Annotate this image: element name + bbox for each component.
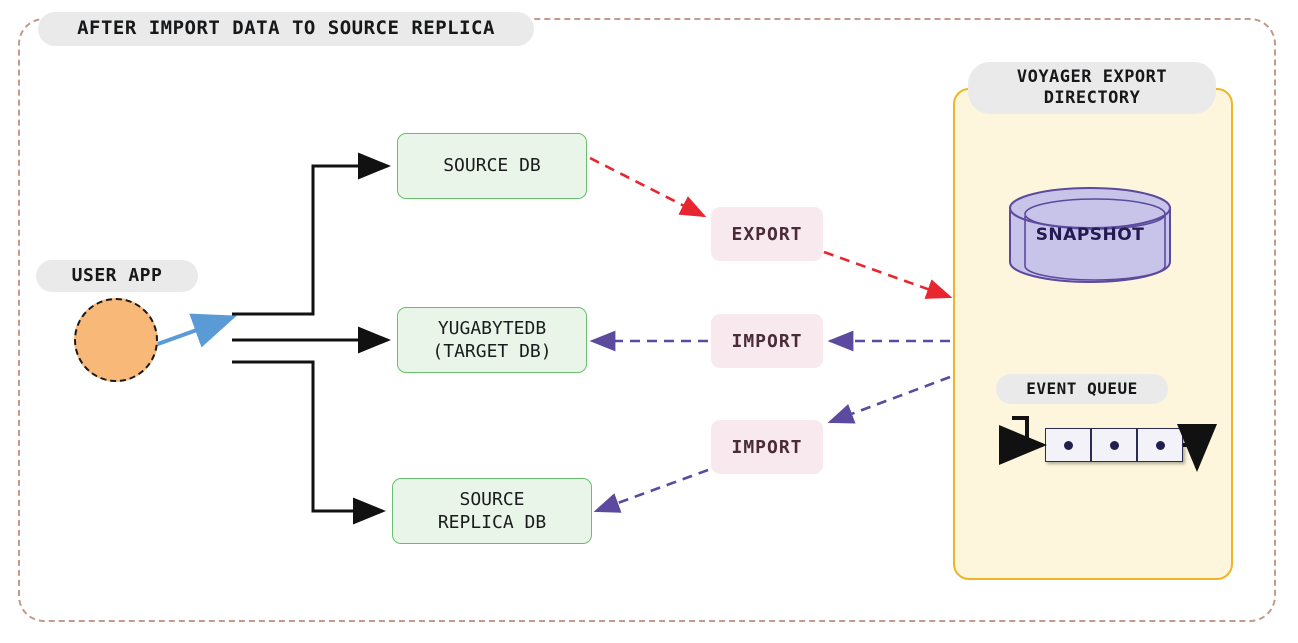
export-action-label: EXPORT	[711, 207, 823, 261]
event-dot-icon	[1063, 440, 1073, 450]
voyager-title-line-1: VOYAGER EXPORT	[1016, 67, 1168, 88]
target-db-node[interactable]: YUGABYTEDB (TARGET DB)	[397, 307, 587, 373]
voyager-export-directory-title: VOYAGER EXPORT DIRECTORY	[968, 62, 1216, 114]
source-db-node[interactable]: SOURCE DB	[397, 133, 587, 199]
source-replica-db-node[interactable]: SOURCE REPLICA DB	[392, 478, 592, 544]
event-queue-cell	[1091, 428, 1137, 462]
event-dot-icon	[1109, 440, 1119, 450]
diagram-title: AFTER IMPORT DATA TO SOURCE REPLICA	[38, 12, 534, 46]
snapshot-cylinder: SNAPSHOT	[1004, 186, 1176, 284]
user-app-label: USER APP	[36, 260, 198, 292]
event-queue-label: EVENT QUEUE	[996, 374, 1168, 404]
voyager-title-line-2: DIRECTORY	[1043, 88, 1141, 108]
event-dot-icon	[1155, 440, 1165, 450]
cylinder-icon	[1009, 187, 1171, 283]
import-target-action-label: IMPORT	[711, 314, 823, 368]
import-replica-action-label: IMPORT	[711, 420, 823, 474]
user-app-circle	[74, 298, 158, 382]
snapshot-label: SNAPSHOT	[1035, 225, 1145, 245]
event-queue-cell	[1137, 428, 1183, 462]
event-queue-cell	[1045, 428, 1091, 462]
diagram-outer-frame	[18, 18, 1276, 622]
voyager-export-directory-container	[953, 88, 1233, 580]
